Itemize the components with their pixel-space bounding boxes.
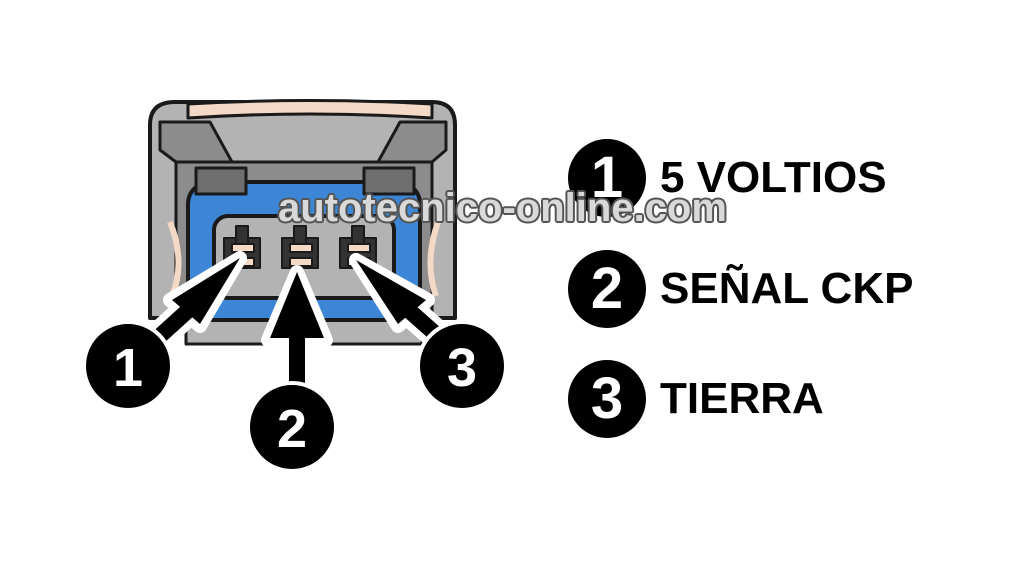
legend-item-2: 2 SEÑAL CKP xyxy=(568,249,913,329)
callout-1-number: 1 xyxy=(113,338,143,398)
legend-badge-2: 2 xyxy=(568,250,646,328)
callout-2-number: 2 xyxy=(277,399,307,459)
callout-3-number: 3 xyxy=(447,338,477,398)
callout-arrows xyxy=(135,251,463,410)
legend-label-2: SEÑAL CKP xyxy=(660,264,914,313)
legend-badge-3: 3 xyxy=(568,360,646,438)
callout-3: 3 xyxy=(416,320,508,412)
legend-item-1: 1 5 VOLTIOS xyxy=(568,138,887,218)
legend-item-3: 3 TIERRA xyxy=(568,359,824,439)
legend-label-1: 5 VOLTIOS xyxy=(660,153,887,202)
callout-1: 1 xyxy=(82,320,174,412)
callout-2: 2 xyxy=(246,381,338,473)
legend-badge-1: 1 xyxy=(568,139,646,217)
legend-label-3: TIERRA xyxy=(660,374,824,423)
